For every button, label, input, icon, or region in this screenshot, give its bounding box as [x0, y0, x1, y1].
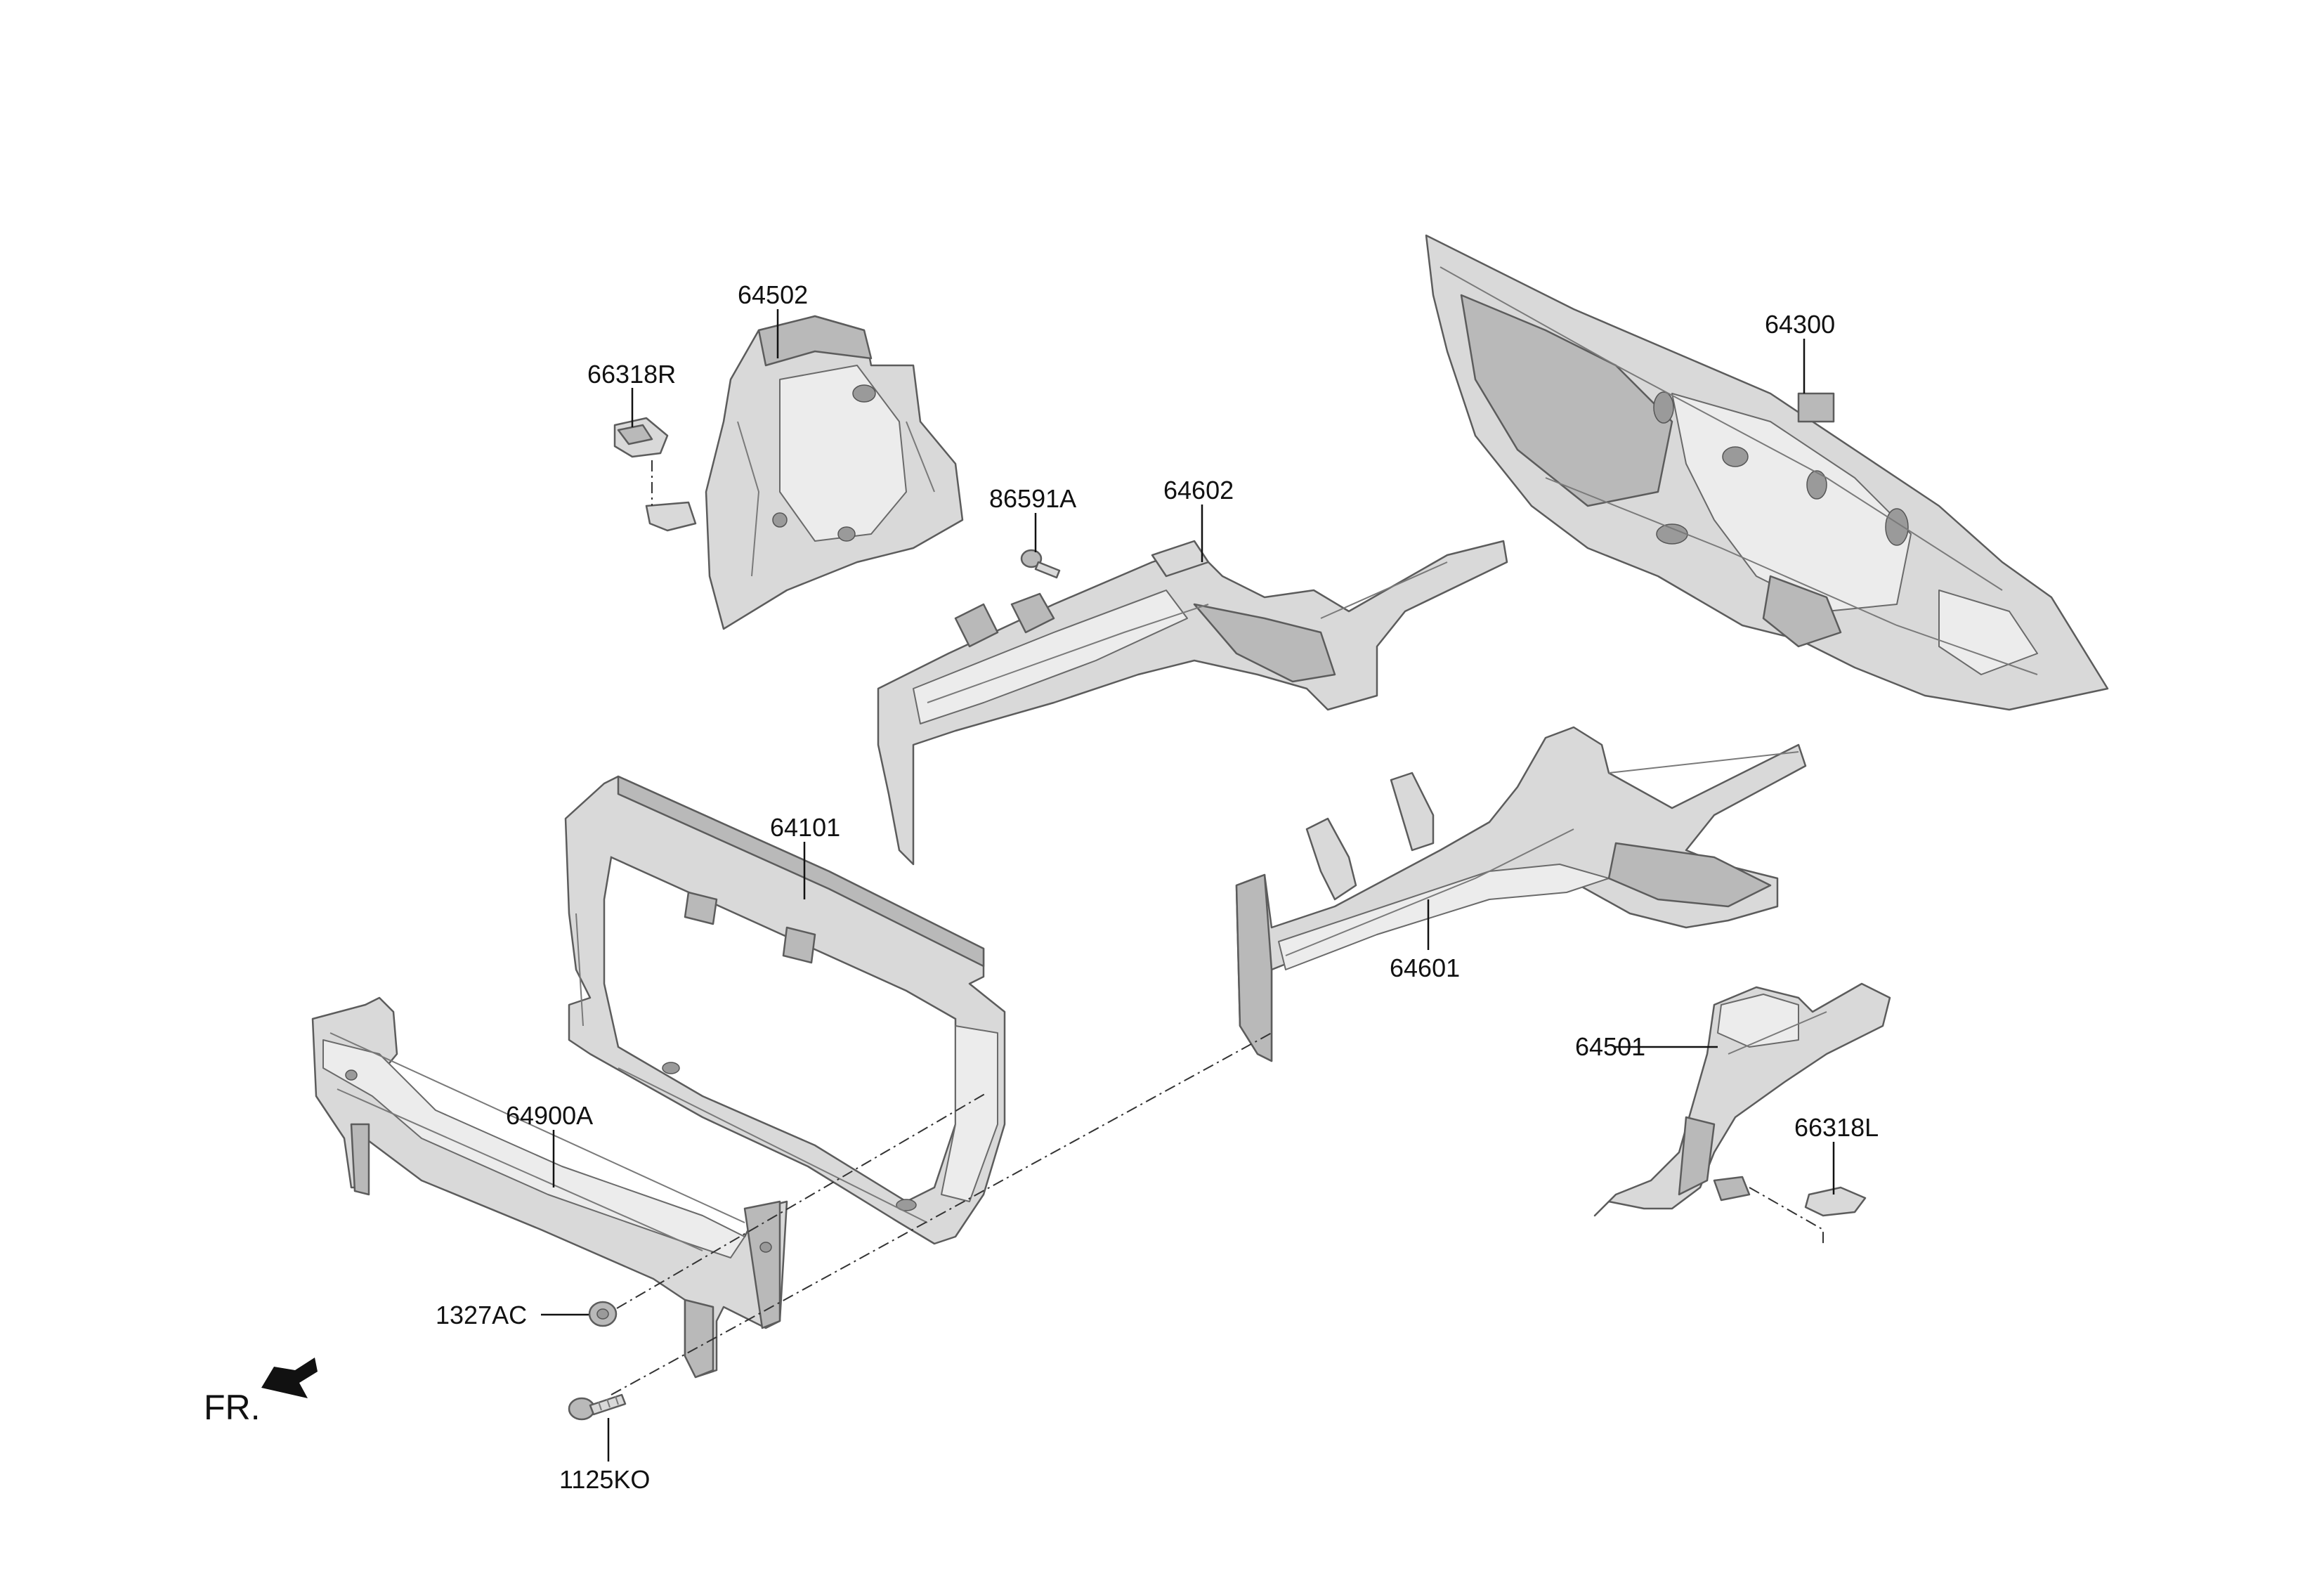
callout-1327AC[interactable]: 1327AC	[436, 1301, 527, 1329]
callout-1125KO[interactable]: 1125KO	[559, 1465, 650, 1494]
callout-64601[interactable]: 64601	[1390, 954, 1460, 982]
callout-66318R[interactable]: 66318R	[587, 360, 676, 389]
part-64602-rh-side-member[interactable]	[877, 540, 1508, 866]
callout-64900A[interactable]: 64900A	[506, 1101, 593, 1130]
callout-labels: 64502 66318R 86591A 64602 64300 64101 64…	[436, 280, 1879, 1494]
part-64502-rh-apron[interactable]	[705, 315, 964, 630]
part-1327AC-nut[interactable]	[588, 1301, 618, 1327]
part-66318R-bracket[interactable]	[613, 417, 697, 532]
callout-66318L[interactable]: 66318L	[1794, 1113, 1879, 1142]
callout-64502[interactable]: 64502	[738, 280, 808, 309]
part-64900A-bumper-beam[interactable]	[311, 996, 788, 1379]
part-64300-dash-panel[interactable]	[1425, 234, 2109, 711]
callout-64501[interactable]: 64501	[1575, 1032, 1645, 1061]
callout-64300[interactable]: 64300	[1765, 310, 1835, 339]
callout-64101[interactable]: 64101	[770, 813, 840, 842]
callout-64602[interactable]: 64602	[1163, 476, 1234, 505]
callout-86591A[interactable]: 86591A	[989, 484, 1076, 513]
part-86591A-bolt[interactable]	[1020, 549, 1061, 579]
assembly-lines	[611, 460, 1824, 1395]
part-64101-radiator-support[interactable]	[564, 775, 1006, 1245]
front-direction-indicator: FR.	[204, 1358, 318, 1427]
leader-lines	[541, 309, 1835, 1462]
front-label: FR.	[204, 1388, 261, 1427]
part-66318L-bracket[interactable]	[1713, 1176, 1867, 1217]
part-64601-lh-side-member[interactable]	[1235, 726, 1807, 1062]
front-arrow-icon	[261, 1358, 318, 1398]
part-1125KO-bolt[interactable]	[568, 1393, 627, 1421]
part-64501-lh-apron[interactable]	[1593, 982, 1891, 1217]
